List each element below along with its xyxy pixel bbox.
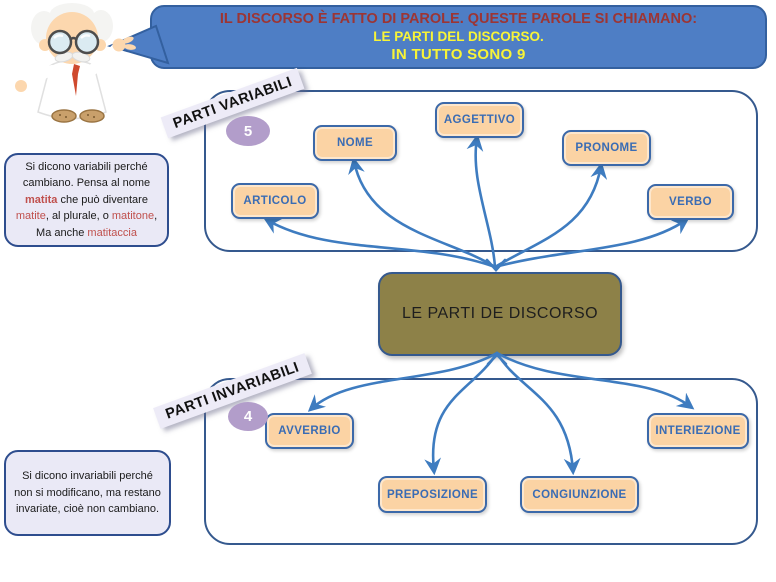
highlight-matitaccia: matitaccia — [87, 226, 137, 239]
node-pronome: PRONOME — [562, 130, 651, 166]
bubble-line-2: LE PARTI DEL DISCORSO. — [373, 29, 544, 45]
bubble-line-3: IN TUTTO SONO 9 — [391, 46, 526, 64]
count-badge-variabili: 5 — [226, 116, 270, 146]
node-congiunzione: CONGIUNZIONE — [520, 476, 639, 513]
note-variabili-text: Si dicono variabili perché cambiano. Pen… — [15, 160, 158, 239]
node-aggettivo: AGGETTIVO — [435, 102, 524, 138]
center-node: LE PARTI DE DISCORSO — [378, 272, 622, 356]
note-invariabili: Si dicono invariabili perché non si modi… — [4, 450, 171, 536]
speech-bubble: IL DISCORSO È FATTO DI PAROLE. QUESTE PA… — [150, 5, 767, 69]
node-interiezione: INTERIEZIONE — [647, 413, 749, 449]
highlight-matitone: matitone — [111, 210, 155, 223]
highlight-matita: matita — [25, 193, 58, 206]
bubble-line-1: IL DISCORSO È FATTO DI PAROLE. QUESTE PA… — [219, 10, 698, 27]
node-nome: NOME — [313, 125, 397, 161]
node-avverbio: AVVERBIO — [265, 413, 354, 449]
invariable-parts-container — [204, 378, 758, 545]
node-preposizione: PREPOSIZIONE — [378, 476, 487, 513]
note-variabili: Si dicono variabili perché cambiano. Pen… — [4, 153, 169, 247]
note-invariabili-text: Si dicono invariabili perché non si modi… — [14, 470, 161, 516]
node-verbo: VERBO — [647, 184, 734, 220]
professor-illustration-icon — [15, 3, 136, 123]
count-badge-invariabili: 4 — [228, 402, 268, 431]
highlight-matite: matite — [15, 210, 46, 223]
node-articolo: ARTICOLO — [231, 183, 319, 219]
